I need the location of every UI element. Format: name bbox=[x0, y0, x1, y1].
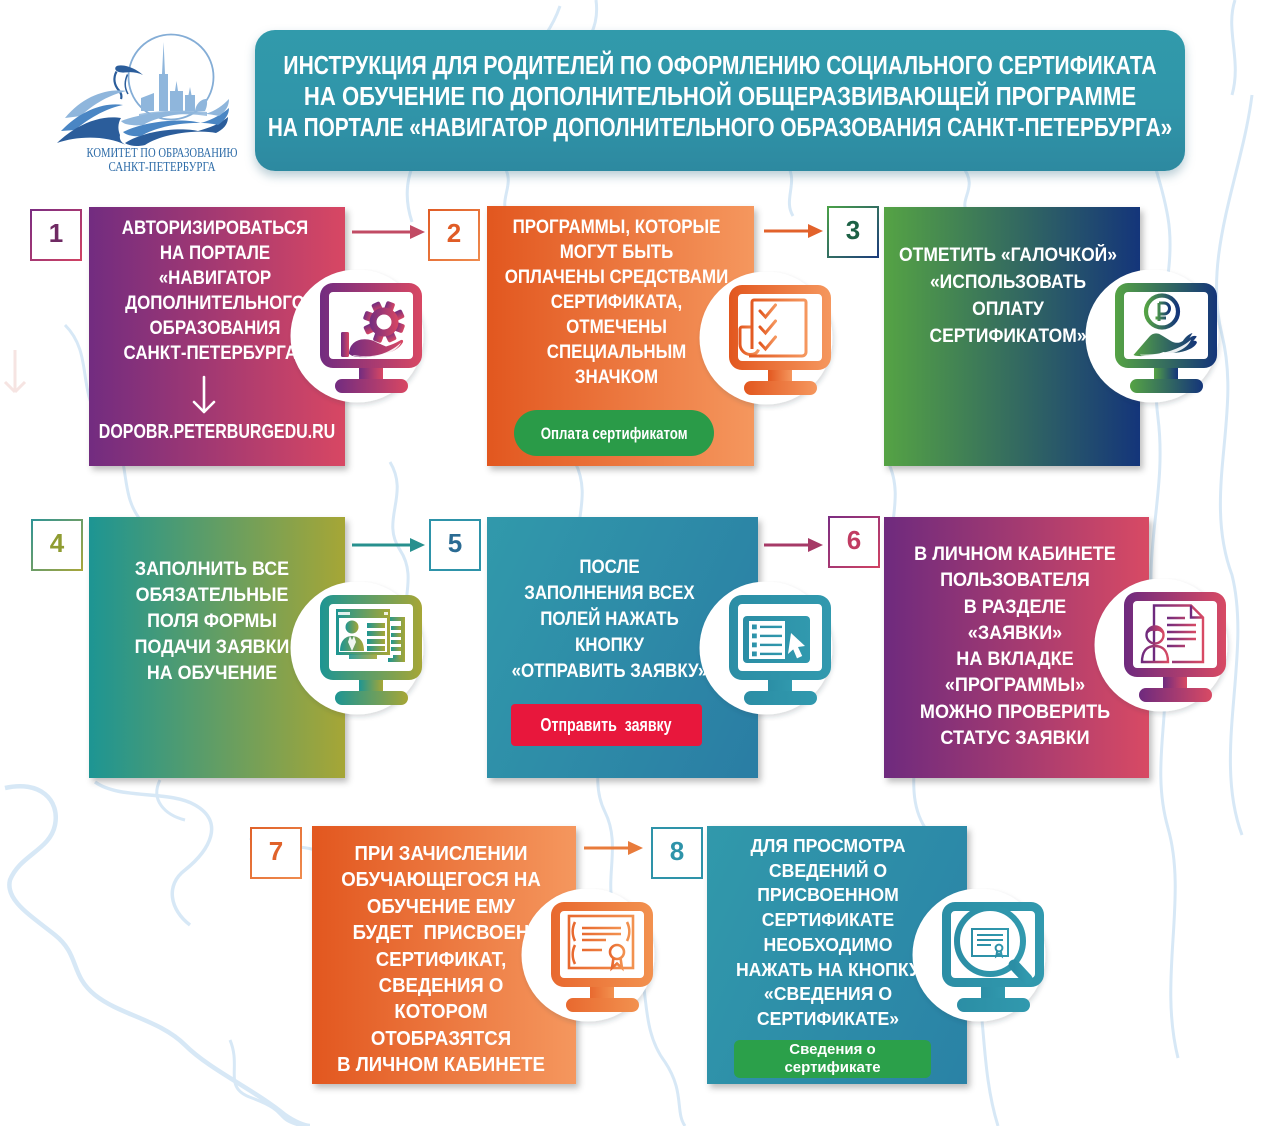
svg-text:КОМИТЕТ ПО ОБРАЗОВАНИЮ: КОМИТЕТ ПО ОБРАЗОВАНИЮ bbox=[87, 146, 238, 161]
svg-text:САНКТ-ПЕТЕРБУРГА: САНКТ-ПЕТЕРБУРГА bbox=[109, 160, 217, 175]
